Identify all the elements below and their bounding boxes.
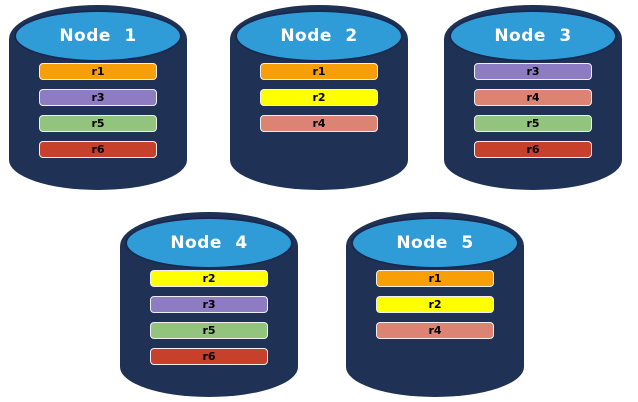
replica-bar-r4: r4: [376, 322, 494, 339]
replica-bar-r4: r4: [474, 89, 592, 106]
replica-bar-r6: r6: [474, 141, 592, 158]
replica-bar-r1: r1: [39, 63, 157, 80]
replica-bar-r3: r3: [150, 296, 268, 313]
replica-bar-r1: r1: [376, 270, 494, 287]
cylinder-top-ellipse: Node 4: [125, 217, 293, 269]
replica-list: r1 r3 r5 r6: [39, 63, 157, 158]
database-node-2: Node 2 r1 r2 r4: [230, 5, 408, 190]
node-title: Node 2: [280, 26, 358, 46]
replica-bar-r4: r4: [260, 115, 378, 132]
cylinder-top-ellipse: Node 3: [449, 10, 617, 62]
database-node-3: Node 3 r3 r4 r5 r6: [444, 5, 622, 190]
replica-bar-r6: r6: [39, 141, 157, 158]
cylinder-top-ellipse: Node 5: [351, 217, 519, 269]
replica-bar-r5: r5: [39, 115, 157, 132]
node-title: Node 4: [170, 233, 248, 253]
replica-bar-r2: r2: [376, 296, 494, 313]
replica-bar-r3: r3: [39, 89, 157, 106]
replica-list: r1 r2 r4: [376, 270, 494, 339]
database-node-5: Node 5 r1 r2 r4: [346, 212, 524, 397]
database-node-1: Node 1 r1 r3 r5 r6: [9, 5, 187, 190]
replica-bar-r3: r3: [474, 63, 592, 80]
replica-bar-r2: r2: [150, 270, 268, 287]
node-title: Node 1: [59, 26, 137, 46]
node-title: Node 5: [396, 233, 474, 253]
replica-bar-r6: r6: [150, 348, 268, 365]
replica-list: r2 r3 r5 r6: [150, 270, 268, 365]
cylinder-top-ellipse: Node 1: [14, 10, 182, 62]
replica-list: r3 r4 r5 r6: [474, 63, 592, 158]
replica-list: r1 r2 r4: [260, 63, 378, 132]
replica-bar-r5: r5: [474, 115, 592, 132]
cylinder-top-ellipse: Node 2: [235, 10, 403, 62]
node-title: Node 3: [494, 26, 572, 46]
replica-bar-r2: r2: [260, 89, 378, 106]
database-node-4: Node 4 r2 r3 r5 r6: [120, 212, 298, 397]
replica-bar-r5: r5: [150, 322, 268, 339]
replica-bar-r1: r1: [260, 63, 378, 80]
